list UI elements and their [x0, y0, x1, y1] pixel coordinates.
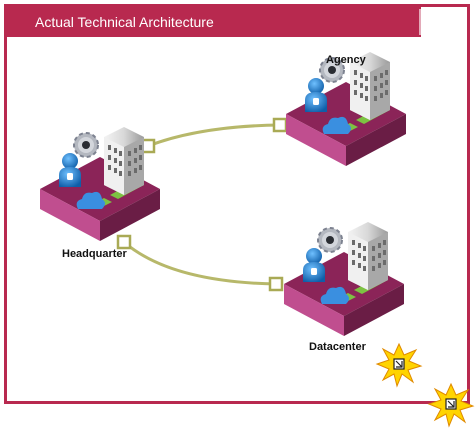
connector-port-hq-bottom [116, 234, 132, 250]
diagram-title: Actual Technical Architecture [7, 7, 421, 37]
datacenter-label: Datacenter [309, 341, 366, 353]
burst-icon [376, 343, 422, 387]
headquarter-label: Headquarter [62, 248, 127, 260]
agency-label: Agency [326, 54, 366, 66]
connector-port-datacenter [268, 276, 284, 292]
headquarter-node [39, 126, 161, 242]
datacenter-node [283, 221, 405, 337]
link-headquarter-agency [147, 123, 281, 148]
link-headquarter-datacenter [123, 240, 277, 286]
agency-node [285, 51, 407, 167]
burst-icon-corner [428, 383, 474, 427]
connector-port-agency [272, 117, 288, 133]
